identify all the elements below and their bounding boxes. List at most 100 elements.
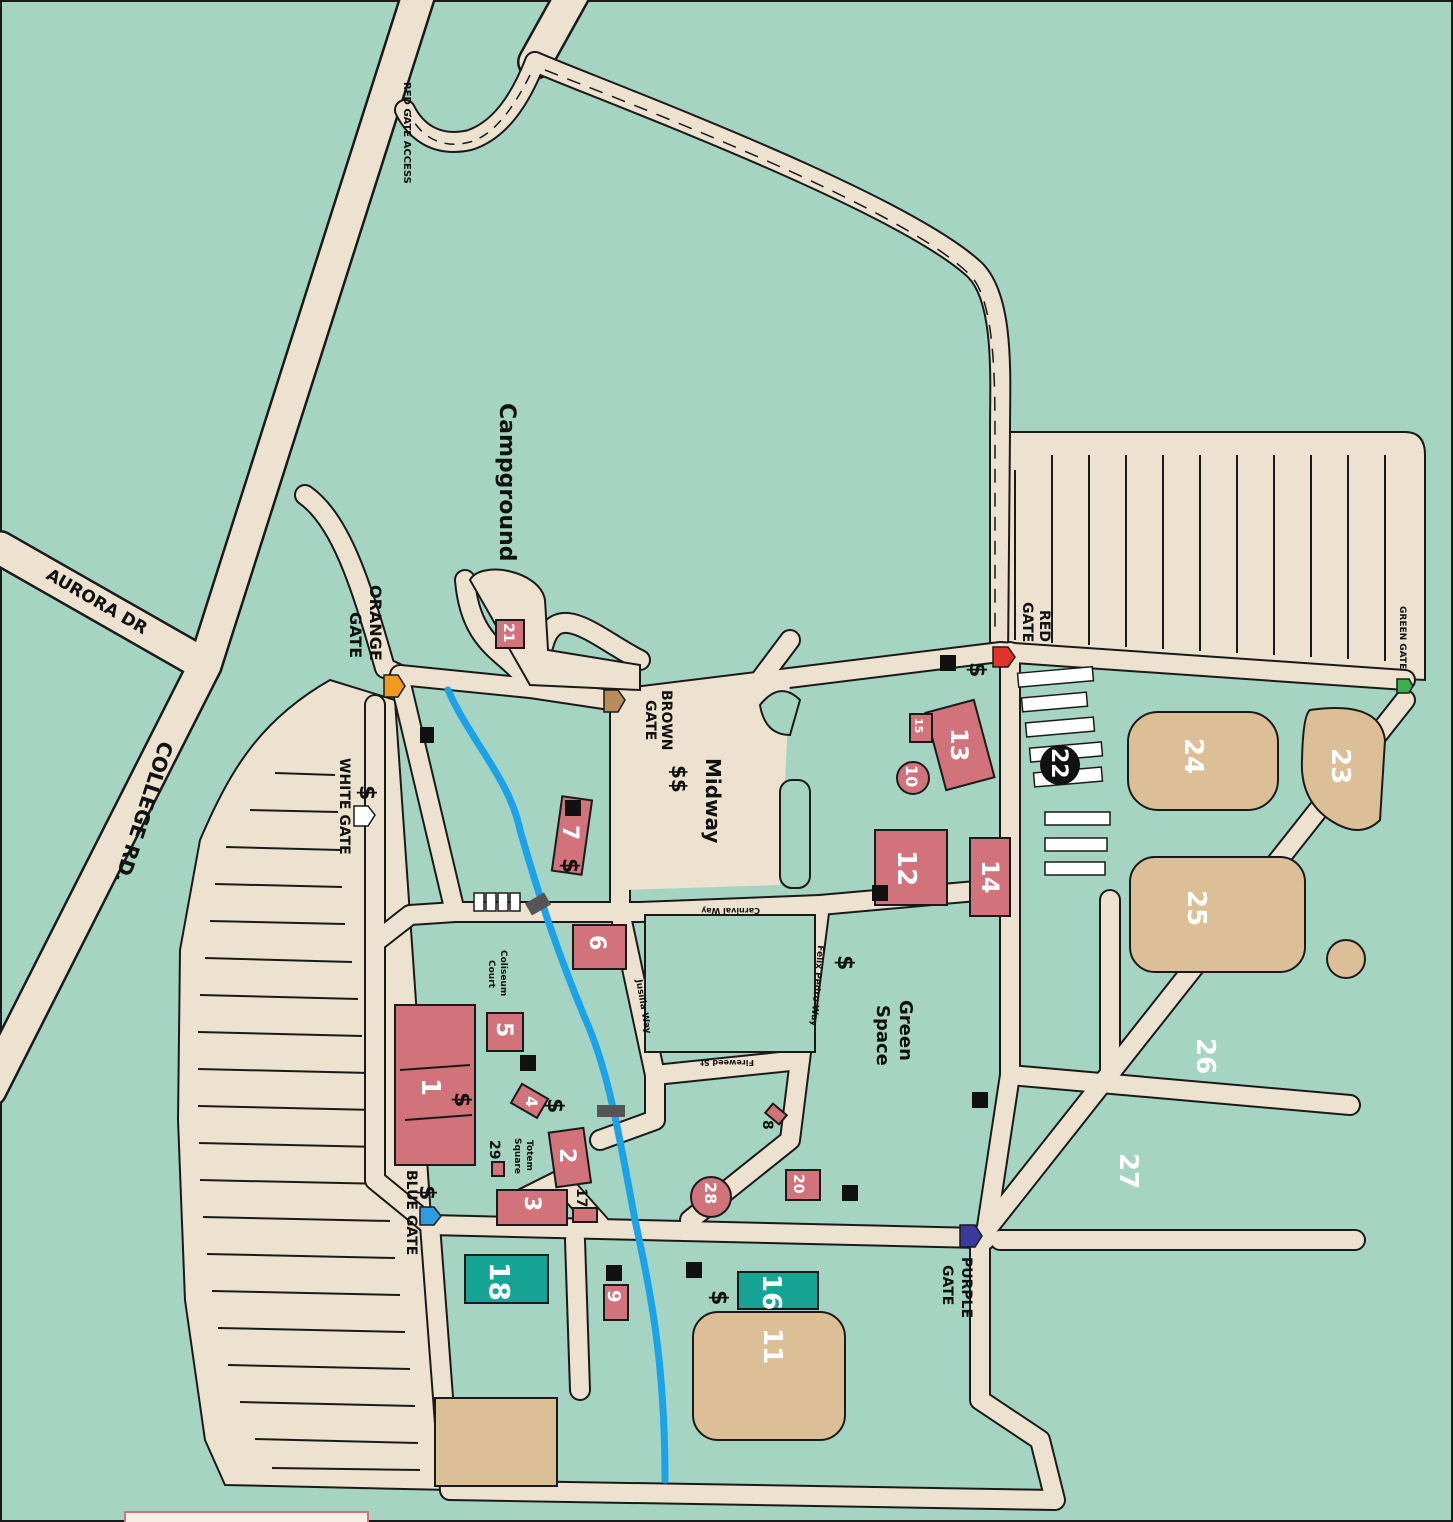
location-5-label: 5 bbox=[491, 1022, 516, 1037]
white-gate-label: WHITE GATE bbox=[336, 758, 352, 855]
building-14[interactable] bbox=[969, 837, 1011, 917]
svg-text:⚥: ⚥ bbox=[569, 803, 577, 815]
atm-icon[interactable]: $ bbox=[832, 955, 857, 970]
midway-atm-label: $$ bbox=[667, 765, 691, 793]
red-gate-icon[interactable] bbox=[992, 646, 1016, 668]
location-26-label: 26 bbox=[1190, 1038, 1220, 1074]
green-space-label-1: Green bbox=[895, 1000, 916, 1061]
green-gate-icon[interactable] bbox=[1396, 678, 1414, 694]
red-gate-label-2: GATE bbox=[1019, 602, 1035, 642]
totem-square-label-1: Totem bbox=[524, 1140, 534, 1171]
building-16[interactable] bbox=[737, 1271, 819, 1310]
red-gate-parking bbox=[1006, 431, 1426, 682]
footbridges bbox=[524, 892, 625, 1117]
coliseum-court-label-2: Court bbox=[486, 960, 496, 989]
svg-text:⚥: ⚥ bbox=[976, 1095, 984, 1107]
restrooms: ⚥ ⚥ ⚥ ⚥ ⚥ ⚥ ⚥ ⚥ ⚥ bbox=[420, 655, 988, 1281]
restroom-icon[interactable]: ⚥ bbox=[842, 1185, 858, 1201]
location-16-label: 16 bbox=[756, 1274, 786, 1310]
building-22-marker[interactable] bbox=[1040, 745, 1080, 785]
location-29-label: 29 bbox=[486, 1140, 502, 1159]
restroom-icon[interactable]: ⚥ bbox=[565, 800, 581, 816]
arena-24[interactable] bbox=[1127, 711, 1279, 811]
restroom-icon[interactable]: ⚥ bbox=[520, 1055, 536, 1071]
location-28-label: 28 bbox=[701, 1182, 720, 1204]
fireweed-st-label: Fireweed St. bbox=[697, 1058, 754, 1067]
paved-areas bbox=[468, 568, 790, 890]
location-10-label: 10 bbox=[902, 765, 921, 787]
svg-text:⚥: ⚥ bbox=[944, 658, 952, 670]
location-17-label: 17 bbox=[573, 1188, 589, 1207]
arena-23[interactable] bbox=[1300, 707, 1387, 831]
campground-label: Campground bbox=[494, 403, 519, 561]
arena-11[interactable] bbox=[692, 1311, 846, 1441]
location-11-label: 11 bbox=[757, 1328, 787, 1364]
building-20[interactable] bbox=[785, 1169, 821, 1201]
building-29[interactable] bbox=[491, 1161, 505, 1177]
blue-gate-icon[interactable] bbox=[419, 1206, 442, 1226]
gates bbox=[353, 646, 1414, 1248]
svg-text:⚥: ⚥ bbox=[690, 1265, 698, 1277]
restroom-icon[interactable]: ⚥ bbox=[420, 727, 434, 743]
building-3[interactable] bbox=[496, 1189, 568, 1226]
building-10[interactable] bbox=[896, 761, 930, 795]
building-2[interactable] bbox=[547, 1126, 593, 1189]
carnival-way-label: Carnival Way bbox=[701, 906, 760, 915]
brown-gate-icon[interactable] bbox=[603, 689, 626, 713]
building-9[interactable] bbox=[603, 1284, 629, 1321]
orange-gate-label-2: GATE bbox=[346, 612, 365, 658]
location-14-label: 14 bbox=[976, 860, 1004, 893]
location-15-label: 15 bbox=[912, 718, 925, 733]
brown-gate-label-1: BROWN bbox=[658, 690, 674, 751]
location-9-label: 9 bbox=[603, 1290, 624, 1303]
restroom-icon[interactable]: ⚥ bbox=[972, 1092, 988, 1108]
building-15[interactable] bbox=[909, 713, 933, 743]
purple-gate-icon[interactable] bbox=[959, 1224, 983, 1248]
atm-icon[interactable]: $ bbox=[449, 1092, 474, 1107]
restroom-icon[interactable]: ⚥ bbox=[606, 1265, 622, 1281]
building-17[interactable] bbox=[572, 1207, 598, 1223]
purple-gate-label-2: GATE bbox=[939, 1265, 955, 1305]
parking-stripes-east bbox=[1014, 455, 1386, 661]
arena-sw-field bbox=[434, 1397, 558, 1487]
building-13[interactable] bbox=[924, 698, 996, 792]
location-7-label: 7 bbox=[557, 825, 582, 840]
building-6[interactable] bbox=[572, 924, 627, 970]
svg-text:⚥: ⚥ bbox=[524, 1058, 532, 1070]
arena-25[interactable] bbox=[1129, 856, 1306, 973]
atm-icon[interactable]: $ bbox=[964, 662, 989, 677]
atm-markers: $ $ $ $ $ $ $ $ bbox=[354, 662, 989, 1305]
stalls-west bbox=[473, 892, 521, 912]
arenas bbox=[434, 707, 1387, 1487]
building-28[interactable] bbox=[690, 1176, 732, 1218]
atm-icon[interactable]: $ bbox=[706, 1290, 731, 1305]
building-7[interactable] bbox=[550, 795, 594, 876]
grass-islands bbox=[644, 690, 816, 1053]
midway-area bbox=[625, 680, 790, 890]
arena-round bbox=[1326, 939, 1366, 979]
teal-buildings bbox=[464, 1254, 819, 1310]
atm-icon[interactable]: $ bbox=[557, 858, 582, 873]
building-5[interactable] bbox=[486, 1012, 524, 1052]
building-18[interactable] bbox=[464, 1254, 549, 1304]
red-gate-access-label: RED GATE ACCESS bbox=[401, 82, 412, 184]
white-gate-icon[interactable] bbox=[353, 805, 376, 827]
building-21[interactable] bbox=[495, 619, 525, 649]
atm-icon[interactable]: $ bbox=[354, 785, 379, 800]
location-8-label: 8 bbox=[759, 1120, 775, 1130]
location-18-label: 18 bbox=[483, 1262, 516, 1301]
location-20-label: 20 bbox=[790, 1174, 806, 1194]
atm-icon[interactable]: $ bbox=[542, 1098, 567, 1113]
building-8[interactable] bbox=[763, 1102, 789, 1126]
building-1[interactable] bbox=[394, 1004, 476, 1166]
red-gate-label-1: RED bbox=[1036, 610, 1052, 642]
svg-text:⚥: ⚥ bbox=[846, 1188, 854, 1200]
atm-icon[interactable]: $ bbox=[414, 1185, 439, 1200]
location-6-label: 6 bbox=[584, 935, 609, 950]
restroom-icon[interactable]: ⚥ bbox=[686, 1262, 702, 1278]
orange-gate-icon[interactable] bbox=[383, 674, 406, 698]
restroom-icon[interactable]: ⚥ bbox=[940, 655, 956, 671]
restroom-icon[interactable]: ⚥ bbox=[872, 885, 888, 901]
building-4[interactable] bbox=[509, 1082, 550, 1120]
